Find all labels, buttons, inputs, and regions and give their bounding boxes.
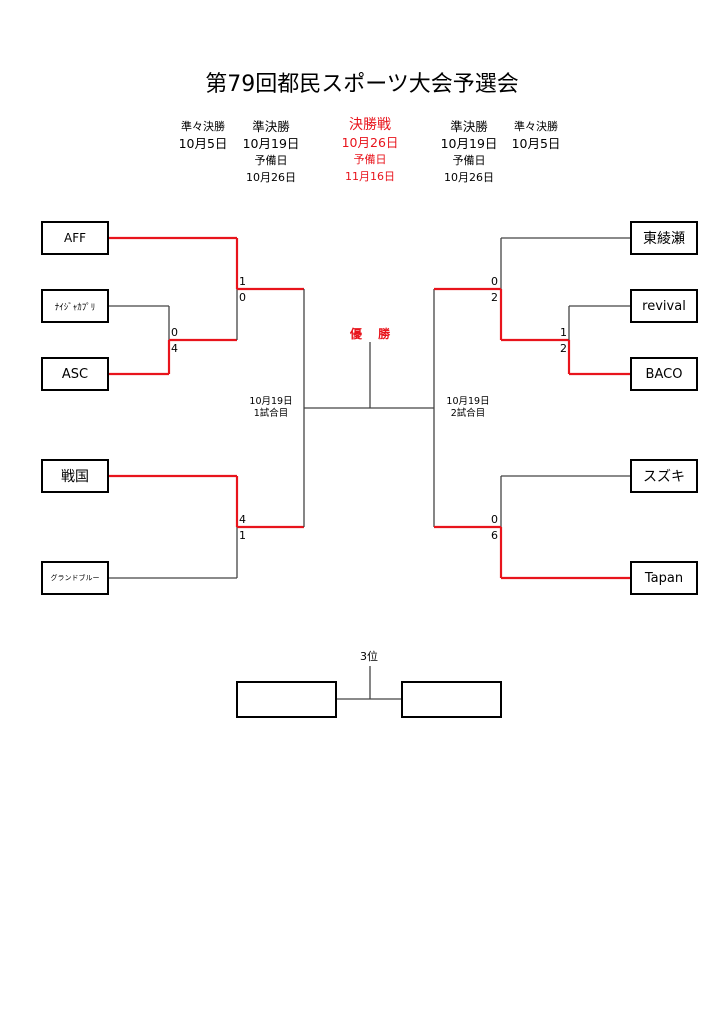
team-box-aff: AFF <box>41 221 109 255</box>
note-date: 10月19日 <box>249 396 293 407</box>
third-place-box-right <box>401 681 502 718</box>
team-name: ASC <box>61 366 89 382</box>
score: 0 <box>239 291 246 304</box>
reserve-label: 予備日 <box>353 153 387 166</box>
round-label: 準決勝 <box>252 119 290 134</box>
header-left-qf: 準々決勝 10月5日 <box>170 118 236 152</box>
team-name: ﾅｲｼﾞｬｶﾌﾟﾘ <box>54 302 96 313</box>
round-date: 10月5日 <box>511 136 561 151</box>
round-date: 10月19日 <box>242 136 300 151</box>
round-label: 決勝戦 <box>349 117 391 133</box>
team-name: 東綾瀬 <box>643 231 685 247</box>
match-note-right: 10月19日 2試合目 <box>441 396 495 420</box>
score: 4 <box>171 342 178 355</box>
score: 0 <box>171 326 178 339</box>
note-game: 1試合目 <box>253 408 289 419</box>
third-place-label: 3位 <box>360 650 378 663</box>
header-left-sf: 準決勝 10月19日 予備日 10月26日 <box>238 118 304 186</box>
team-box-baco: BACO <box>630 357 698 391</box>
team-name: グランドブルー <box>50 574 100 582</box>
score: 6 <box>491 529 498 542</box>
round-label: 準決勝 <box>450 119 488 134</box>
team-box-grand-blue: グランドブルー <box>41 561 109 595</box>
round-date: 10月19日 <box>440 136 498 151</box>
score: 1 <box>239 275 246 288</box>
team-box-naijakapuri: ﾅｲｼﾞｬｶﾌﾟﾘ <box>41 289 109 323</box>
round-label: 準々決勝 <box>514 120 558 133</box>
team-box-asc: ASC <box>41 357 109 391</box>
team-name: revival <box>642 298 686 314</box>
score: 0 <box>491 275 498 288</box>
score: 0 <box>491 513 498 526</box>
score: 4 <box>239 513 246 526</box>
match-note-left: 10月19日 1試合目 <box>244 396 298 420</box>
page-title: 第79回都民スポーツ大会予選会 <box>205 72 519 97</box>
team-box-tapan: Tapan <box>630 561 698 595</box>
team-name: スズキ <box>643 469 685 485</box>
team-name: Tapan <box>644 570 684 586</box>
reserve-date: 10月26日 <box>246 171 296 184</box>
header-final: 決勝戦 10月26日 予備日 11月16日 <box>336 117 404 185</box>
team-box-sengoku: 戦国 <box>41 459 109 493</box>
reserve-label: 予備日 <box>254 154 288 167</box>
team-name: AFF <box>63 231 86 245</box>
note-game: 2試合目 <box>450 408 486 419</box>
champion-label: 優 勝 <box>350 327 397 341</box>
reserve-date: 10月26日 <box>444 171 494 184</box>
round-date: 10月5日 <box>178 136 228 151</box>
note-date: 10月19日 <box>446 396 490 407</box>
header-right-qf: 準々決勝 10月5日 <box>503 118 569 152</box>
team-box-suzuki: スズキ <box>630 459 698 493</box>
round-label: 準々決勝 <box>181 120 225 133</box>
team-name: BACO <box>645 366 683 382</box>
round-date: 10月26日 <box>341 135 399 150</box>
team-box-revival: revival <box>630 289 698 323</box>
reserve-date: 11月16日 <box>345 170 395 183</box>
score: 2 <box>560 342 567 355</box>
header-right-sf: 準決勝 10月19日 予備日 10月26日 <box>436 118 502 186</box>
score: 1 <box>560 326 567 339</box>
team-name: 戦国 <box>61 469 89 485</box>
reserve-label: 予備日 <box>452 154 486 167</box>
score: 1 <box>239 529 246 542</box>
team-box-higashi-ayase: 東綾瀬 <box>630 221 698 255</box>
third-place-box-left <box>236 681 337 718</box>
score: 2 <box>491 291 498 304</box>
